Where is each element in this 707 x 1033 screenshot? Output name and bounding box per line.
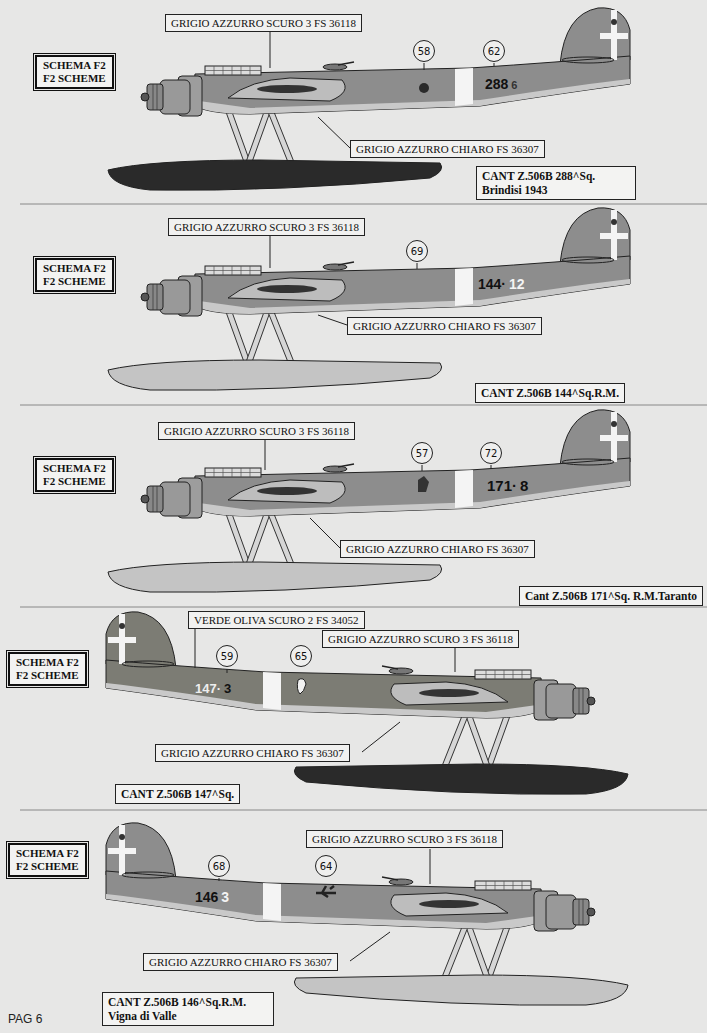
colour-label: VERDE OLIVA SCURO 2 FS 34052 <box>188 611 365 629</box>
callout-number: 68 <box>208 855 230 877</box>
colour-label: GRIGIO AZZURRO CHIARO FS 36307 <box>347 317 542 335</box>
scheme-box: SCHEMA F2F2 SCHEME <box>8 843 87 877</box>
caption-box: CANT Z.506B 147^Sq. <box>115 784 240 804</box>
node-text: GRIGIO AZZURRO CHIARO FS 36307 <box>346 542 529 556</box>
caption-box: CANT Z.506B 146^Sq.R.M. Vigna di Valle <box>102 992 274 1026</box>
emblem <box>297 679 306 694</box>
colour-label: GRIGIO AZZURRO SCURO 3 FS 36118 <box>158 422 355 440</box>
node-text: GRIGIO AZZURRO CHIARO FS 36307 <box>356 142 539 156</box>
node-text: 58 <box>418 46 431 57</box>
node-text: Cant Z.506B 171^Sq. R.M.Taranto <box>525 589 697 603</box>
aircraft-number: 3 <box>221 889 229 905</box>
node-text: 69 <box>411 246 424 257</box>
scheme-box: SCHEMA F2F2 SCHEME <box>35 55 114 89</box>
aircraft-3 <box>108 410 630 592</box>
aircraft-code: 171·8 <box>487 478 528 494</box>
aircraft-5 <box>106 823 628 1005</box>
node-text: CANT Z.506B 147^Sq. <box>121 787 234 801</box>
node-text: F2 SCHEME <box>43 275 106 288</box>
emblem <box>316 886 336 897</box>
aircraft-4 <box>106 612 628 794</box>
node-text: SCHEMA F2 <box>43 262 106 275</box>
node-text: 62 <box>488 46 501 57</box>
node-text: GRIGIO AZZURRO CHIARO FS 36307 <box>161 746 344 760</box>
aircraft-number: 8 <box>520 477 528 494</box>
aircraft-number: 12 <box>509 276 525 292</box>
node-text: 72 <box>485 448 498 459</box>
aircraft-number: 3 <box>224 681 231 696</box>
callout-number: 57 <box>411 442 433 464</box>
scheme-box: SCHEMA F2F2 SCHEME <box>35 458 114 492</box>
scheme-box: SCHEMA F2F2 SCHEME <box>8 652 87 686</box>
page-number: PAG 6 <box>8 1012 42 1026</box>
colour-label: GRIGIO AZZURRO SCURO 3 FS 36118 <box>306 830 503 848</box>
caption-box: Cant Z.506B 171^Sq. R.M.Taranto <box>519 586 703 606</box>
aircraft-code: 147·3 <box>195 680 231 697</box>
aircraft-1 <box>108 8 630 190</box>
node-text: F2 SCHEME <box>43 72 106 85</box>
node-text: GRIGIO AZZURRO SCURO 3 FS 36118 <box>174 220 359 234</box>
scheme-box: SCHEMA F2F2 SCHEME <box>35 258 114 292</box>
node-text: GRIGIO AZZURRO SCURO 3 FS 36118 <box>164 424 349 438</box>
aircraft-2 <box>108 208 630 390</box>
node-text: GRIGIO AZZURRO SCURO 3 FS 36118 <box>171 16 356 30</box>
aircraft-code: 1463 <box>195 889 229 905</box>
node-text: GRIGIO AZZURRO CHIARO FS 36307 <box>149 955 332 969</box>
leader-lines <box>195 32 494 961</box>
node-text: GRIGIO AZZURRO SCURO 3 FS 36118 <box>312 832 497 846</box>
aircraft-code: 144·12 <box>478 276 525 292</box>
colour-label: GRIGIO AZZURRO CHIARO FS 36307 <box>340 540 535 558</box>
callout-number: 58 <box>413 40 435 62</box>
caption-box: CANT Z.506B 144^Sq.R.M. <box>475 383 625 403</box>
node-text: CANT Z.506B 144^Sq.R.M. <box>481 386 619 400</box>
callout-number: 62 <box>483 40 505 62</box>
squadron-number: 146 <box>195 889 218 905</box>
squadron-number: 171· <box>487 477 517 494</box>
colour-label: GRIGIO AZZURRO SCURO 3 FS 36118 <box>322 630 519 648</box>
panel-separators <box>20 204 707 810</box>
node-text: SCHEMA F2 <box>16 656 79 669</box>
colour-label: GRIGIO AZZURRO SCURO 3 FS 36118 <box>165 14 362 32</box>
caption-box: CANT Z.506B 288^Sq. Brindisi 1943 <box>476 166 636 200</box>
node-text: 64 <box>320 861 333 872</box>
node-text: 68 <box>213 861 226 872</box>
callout-number: 69 <box>406 240 428 262</box>
node-text: GRIGIO AZZURRO SCURO 3 FS 36118 <box>328 632 513 646</box>
callout-number: 59 <box>216 645 238 667</box>
colour-label: GRIGIO AZZURRO CHIARO FS 36307 <box>350 140 545 158</box>
node-text: SCHEMA F2 <box>43 59 106 72</box>
node-text: F2 SCHEME <box>43 475 106 488</box>
colour-label: GRIGIO AZZURRO SCURO 3 FS 36118 <box>168 218 365 236</box>
callout-number: 72 <box>480 442 502 464</box>
node-text: SCHEMA F2 <box>16 847 79 860</box>
callout-number: 64 <box>315 855 337 877</box>
colour-label: GRIGIO AZZURRO CHIARO FS 36307 <box>155 744 350 762</box>
node-text: 65 <box>295 651 308 662</box>
node-text: GRIGIO AZZURRO CHIARO FS 36307 <box>353 319 536 333</box>
node-text: 59 <box>221 651 234 662</box>
squadron-number: 288 <box>485 76 508 92</box>
node-text: CANT Z.506B 146^Sq.R.M. Vigna di Valle <box>108 995 268 1023</box>
squadron-number: 144· <box>478 276 506 292</box>
aircraft-number: 6 <box>511 79 517 91</box>
colour-label: GRIGIO AZZURRO CHIARO FS 36307 <box>143 953 338 971</box>
squadron-number: 147· <box>195 681 221 696</box>
aircraft-code: 2886 <box>485 76 517 93</box>
node-text: CANT Z.506B 288^Sq. Brindisi 1943 <box>482 169 630 197</box>
node-text: F2 SCHEME <box>16 669 79 682</box>
node-text: SCHEMA F2 <box>43 462 106 475</box>
node-text: VERDE OLIVA SCURO 2 FS 34052 <box>194 613 359 627</box>
node-text: 57 <box>416 448 429 459</box>
node-text: F2 SCHEME <box>16 860 79 873</box>
callout-number: 65 <box>290 645 312 667</box>
